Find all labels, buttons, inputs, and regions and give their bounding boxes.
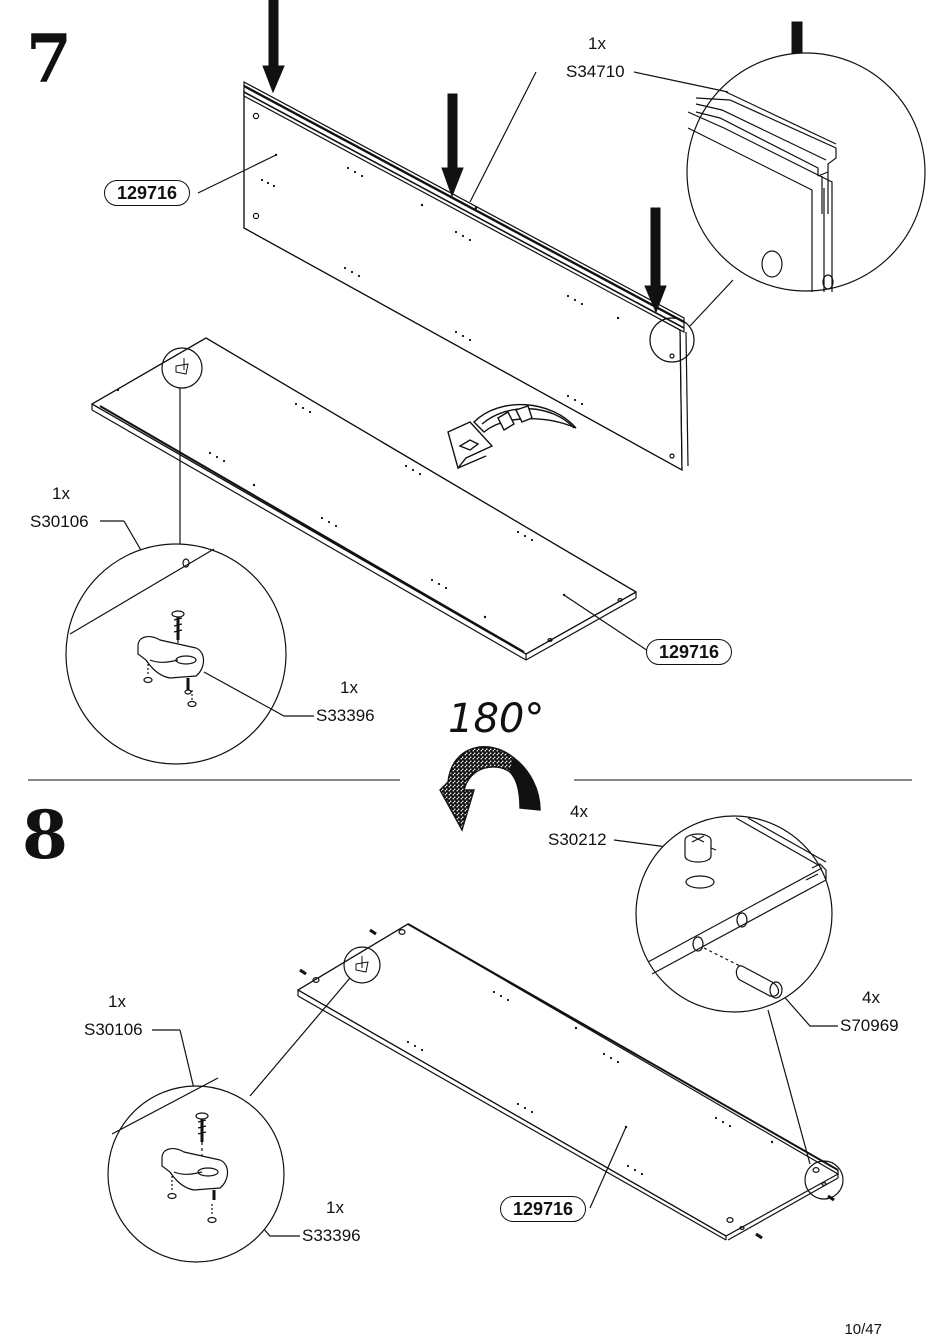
screw-icon <box>355 956 369 973</box>
cam-lock-icon <box>312 928 820 1223</box>
step-number-8: 8 <box>22 796 68 874</box>
rotation-label: 180° <box>448 696 545 742</box>
screw-icon <box>175 358 189 375</box>
down-arrow-icon <box>644 207 667 314</box>
dowel-icon <box>299 928 835 1240</box>
part-qty: 1x <box>52 484 70 503</box>
base-panel-step8 <box>296 923 840 1241</box>
part-code: S33396 <box>316 706 375 725</box>
bracket-detail-callout-step8 <box>107 1077 285 1263</box>
panel-label: 129716 <box>104 180 191 206</box>
down-arrow-icon <box>262 0 285 94</box>
panel-label: 129716 <box>500 1196 587 1222</box>
part-code: S30106 <box>84 1020 143 1039</box>
base-panel-flat <box>90 337 638 661</box>
camlock-detail-callout <box>635 815 833 1013</box>
bracket-icon <box>161 1148 229 1224</box>
part-qty: 1x <box>588 34 606 53</box>
dowel-icon <box>735 965 783 999</box>
part-code: S33396 <box>302 1226 361 1245</box>
part-qty: 4x <box>862 988 880 1007</box>
back-panel-upright <box>243 80 689 472</box>
part-qty: 4x <box>570 802 588 821</box>
screw-icon <box>171 610 185 640</box>
part-qty: 1x <box>340 678 358 697</box>
down-arrow-icon <box>441 93 464 198</box>
part-code: S30212 <box>548 830 607 849</box>
part-code: S70969 <box>840 1016 899 1035</box>
cam-lock-icon <box>684 833 717 889</box>
part-code: S34710 <box>566 62 625 81</box>
rotate-180-icon <box>439 746 541 832</box>
part-qty: 1x <box>326 1198 344 1217</box>
step-number-7: 7 <box>26 20 72 98</box>
bracket-icon <box>137 636 205 708</box>
bracket-detail-callout <box>65 543 287 765</box>
page-number: 10/47 <box>844 1321 882 1338</box>
panel-label: 129716 <box>646 639 733 665</box>
part-code: S30106 <box>30 512 89 531</box>
rail-detail-callout <box>649 52 926 363</box>
part-qty: 1x <box>108 992 126 1011</box>
flip-arrow-icon <box>447 403 577 470</box>
screw-icon <box>195 1112 209 1142</box>
